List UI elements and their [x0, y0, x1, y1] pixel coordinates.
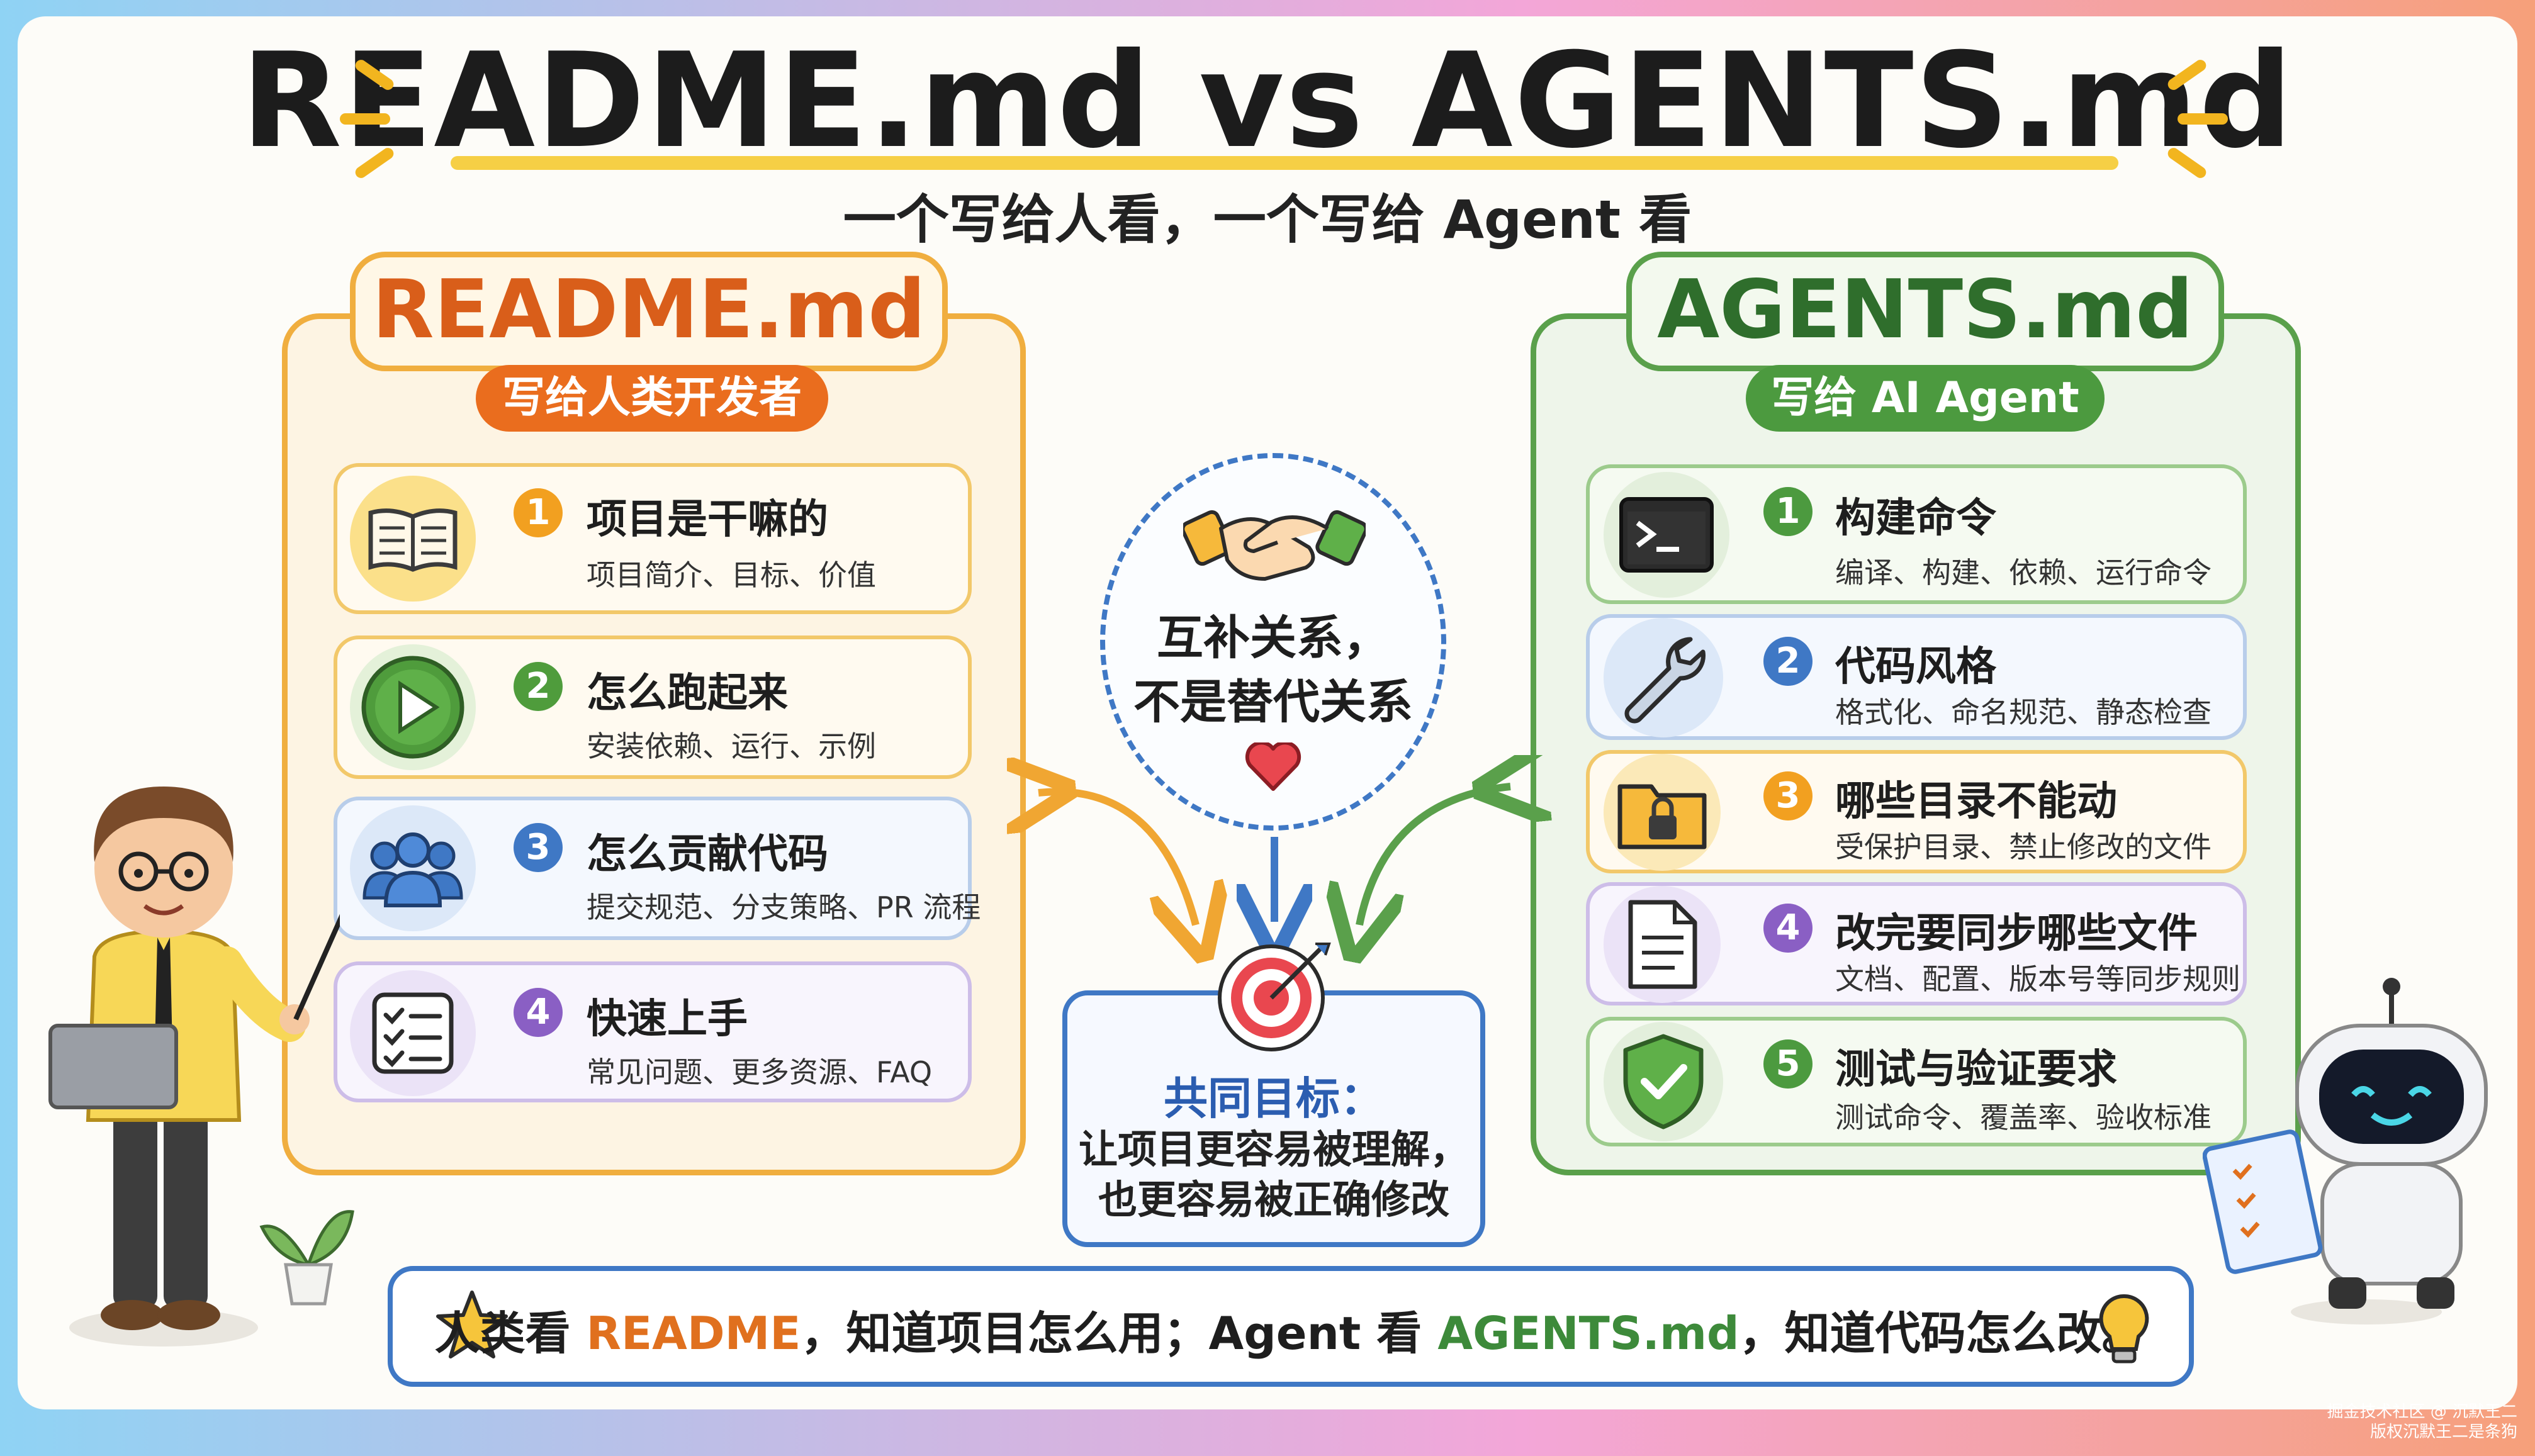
summary-part-3: ，知道代码怎么改。	[1739, 1307, 2147, 1360]
heart-icon	[1245, 742, 1301, 793]
terminal-icon	[1604, 472, 1729, 598]
agents-title: AGENTS.md	[1626, 252, 2224, 371]
agents-item-4: 4 改完要同步哪些文件 文档、配置、版本号等同步规则	[1586, 882, 2247, 1005]
readme-item-2: 2 怎么跑起来 安装依赖、运行、示例	[334, 636, 972, 779]
goal-line-1: 让项目更容易被理解，	[1078, 1126, 1469, 1172]
item-title: 测试与验证要求	[1835, 1046, 2117, 1093]
item-title: 构建命令	[1835, 495, 1996, 542]
sparkle-icon	[2178, 113, 2228, 125]
document-icon	[1604, 886, 1721, 1003]
item-title: 快速上手	[587, 996, 748, 1043]
people-icon	[350, 805, 476, 931]
item-desc: 测试命令、覆盖率、验收标准	[1835, 1100, 2212, 1134]
developer-illustration	[38, 749, 340, 1353]
number-badge: 5	[1763, 1039, 1813, 1089]
robot-illustration	[2203, 975, 2492, 1328]
play-icon	[350, 644, 476, 770]
readme-item-4: 4 快速上手 常见问题、更多资源、FAQ	[334, 961, 972, 1102]
item-desc: 常见问题、更多资源、FAQ	[587, 1055, 933, 1089]
watermark: 掘金技术社区 @ 沉默王二 版权沉默王二是条狗	[2303, 1402, 2517, 1442]
number-badge: 1	[514, 488, 563, 537]
number-badge: 2	[1763, 637, 1813, 686]
item-desc: 文档、配置、版本号等同步规则	[1835, 962, 2240, 996]
readme-tag: 写给人类开发者	[476, 365, 828, 432]
checklist-icon	[350, 970, 476, 1096]
agents-item-3: 3 哪些目录不能动 受保护目录、禁止修改的文件	[1586, 750, 2247, 873]
summary-part-2: ，知道项目怎么用；Agent 看	[801, 1307, 1438, 1360]
number-badge: 4	[1763, 904, 1813, 953]
summary-agents: AGENTS.md	[1437, 1307, 1740, 1360]
summary-bar	[388, 1266, 2194, 1387]
book-icon	[350, 476, 476, 602]
number-badge: 1	[1763, 487, 1813, 536]
page-subtitle: 一个写给人看，一个写给 Agent 看	[843, 189, 1692, 250]
summary-readme: README	[586, 1307, 801, 1360]
locked-folder-icon	[1604, 754, 1721, 871]
item-desc: 项目简介、目标、价值	[587, 558, 876, 592]
item-title: 哪些目录不能动	[1835, 778, 2117, 825]
plant-icon	[258, 1196, 359, 1309]
item-desc: 提交规范、分支策略、PR 流程	[587, 890, 981, 924]
number-badge: 3	[514, 823, 563, 872]
item-desc: 安装依赖、运行、示例	[587, 729, 876, 763]
lightbulb-icon	[2096, 1292, 2152, 1368]
number-badge: 3	[1763, 771, 1813, 820]
relation-line-1: 互补关系，	[1157, 611, 1390, 665]
item-desc: 编译、构建、依赖、运行命令	[1835, 556, 2212, 590]
goal-title: 共同目标：	[1164, 1073, 1384, 1124]
number-badge: 4	[514, 988, 563, 1037]
wrench-icon	[1604, 618, 1723, 737]
item-title: 改完要同步哪些文件	[1835, 910, 2198, 957]
title-underline	[451, 156, 2118, 170]
agents-item-1: 1 构建命令 编译、构建、依赖、运行命令	[1586, 464, 2247, 604]
readme-item-1: 1 项目是干嘛的 项目简介、目标、价值	[334, 463, 972, 614]
goal-line-2: 也更容易被正确修改	[1098, 1177, 1449, 1223]
agents-tag: 写给 AI Agent	[1746, 365, 2105, 432]
target-icon	[1215, 940, 1334, 1053]
number-badge: 2	[514, 662, 563, 711]
watermark-line-1: 掘金技术社区 @ 沉默王二	[2327, 1403, 2517, 1421]
sparkle-icon	[340, 113, 390, 125]
page-title: README.md vs AGENTS.md	[240, 25, 2294, 177]
watermark-line-2: 版权沉默王二是条狗	[2369, 1423, 2517, 1442]
agents-item-5: 5 测试与验证要求 测试命令、覆盖率、验收标准	[1586, 1017, 2247, 1146]
item-desc: 受保护目录、禁止修改的文件	[1835, 830, 2212, 864]
readme-item-3: 3 怎么贡献代码 提交规范、分支策略、PR 流程	[334, 797, 981, 940]
shield-check-icon	[1604, 1022, 1723, 1141]
item-desc: 格式化、命名规范、静态检查	[1835, 695, 2212, 729]
handshake-icon	[1183, 484, 1366, 591]
arrows	[1007, 755, 1573, 969]
relation-line-2: 不是替代关系	[1133, 675, 1413, 729]
item-title: 项目是干嘛的	[587, 496, 828, 543]
readme-title: README.md	[350, 252, 948, 371]
item-title: 怎么跑起来	[587, 670, 788, 717]
agents-item-2: 2 代码风格 格式化、命名规范、静态检查	[1586, 614, 2247, 740]
item-title: 代码风格	[1835, 644, 1996, 690]
item-title: 怎么贡献代码	[587, 831, 828, 878]
star-icon	[434, 1289, 510, 1362]
summary-text: 人类看 README，知道项目怎么用；Agent 看 AGENTS.md，知道代…	[388, 1296, 2194, 1362]
summary-part-1: 人类看	[434, 1307, 587, 1360]
